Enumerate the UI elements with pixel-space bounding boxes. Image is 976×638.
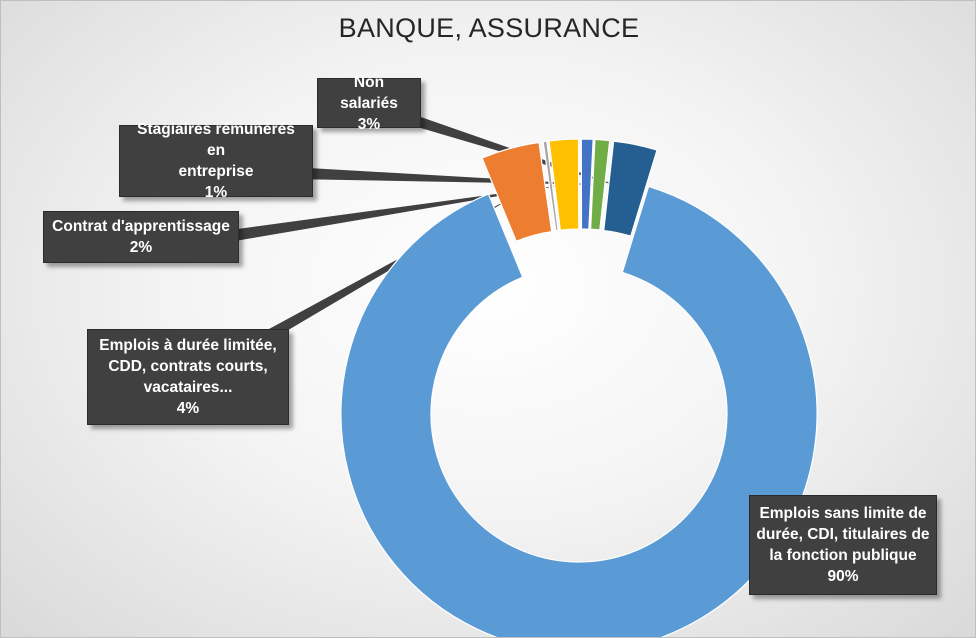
callout-line: Contrat d'apprentissage <box>52 218 230 235</box>
callout-line: vacataires... <box>143 379 233 396</box>
slice-cdi <box>340 185 818 637</box>
callout-percent: 2% <box>129 239 153 256</box>
callout-line: Emplois sans limite de <box>759 505 927 522</box>
callout-label-stagiaires: Stagiaires rémunérés en entreprise 1% <box>119 121 313 201</box>
callout-line: Emplois à durée limitée, <box>99 337 277 354</box>
slice-other-b <box>580 138 594 230</box>
callout-line: Non salariés <box>340 73 398 112</box>
slice-other-a <box>542 140 559 232</box>
callout-label-cdd: Emplois à durée limitée, CDD, contrats c… <box>87 329 289 425</box>
slice-apprentissage <box>548 138 580 231</box>
donut-slices <box>340 138 818 637</box>
callout-line: durée, CDI, titulaires de <box>756 526 930 543</box>
callout-line: CDD, contrats courts, <box>108 358 268 375</box>
callout-line: la fonction publique <box>769 547 917 564</box>
chart-title: BANQUE, ASSURANCE <box>338 13 640 43</box>
callout-line: entreprise <box>178 163 254 180</box>
callout-label-apprentissage: Contrat d'apprentissage 2% <box>43 211 239 263</box>
slice-stagiaires <box>589 138 611 231</box>
callout-label-non-salaries: Non salariés 3% <box>317 74 421 133</box>
callout-percent: 90% <box>827 568 859 585</box>
slice-non-salaries <box>603 140 658 237</box>
callout-percent: 3% <box>357 115 381 133</box>
callout-label-cdi: Emplois sans limite de durée, CDI, titul… <box>749 495 937 595</box>
callout-percent: 4% <box>176 400 200 417</box>
slice-cdd <box>481 141 553 243</box>
callout-percent: 1% <box>204 184 228 201</box>
callout-line: Stagiaires rémunérés en <box>137 121 295 159</box>
